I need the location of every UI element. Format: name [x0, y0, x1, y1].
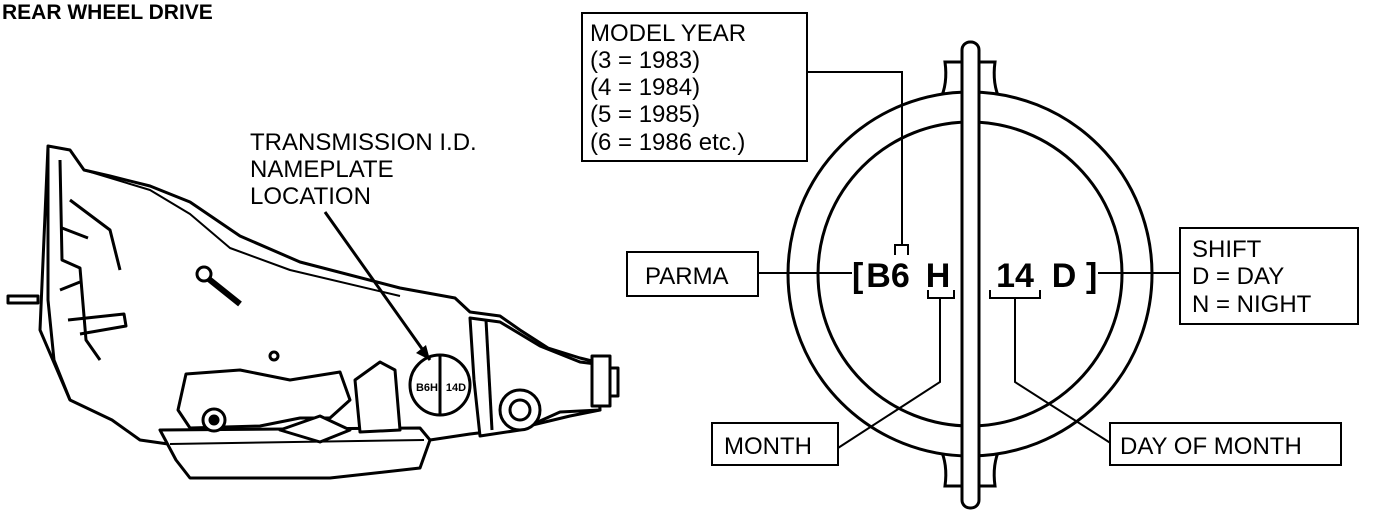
model-year-frame — [581, 12, 808, 162]
case-rib-3 — [61, 226, 89, 240]
case-rib-2 — [69, 198, 122, 271]
output-yoke — [590, 354, 612, 408]
month-label: MONTH — [724, 433, 812, 460]
model-year-line-1: (3 = 1983) — [590, 47, 700, 74]
month-leader — [837, 298, 941, 449]
code-year: B6 — [866, 257, 909, 295]
parma-label: PARMA — [645, 263, 729, 290]
nameplate-enlarged — [786, 40, 1154, 510]
small-nameplate: B6H 14D — [408, 353, 472, 417]
shift-line-2: N = NIGHT — [1192, 291, 1312, 318]
day-of-month-label: DAY OF MONTH — [1120, 433, 1302, 460]
shift-label-box: SHIFT D = DAY N = NIGHT — [1179, 227, 1359, 325]
callout-line-1: TRANSMISSION I.D. — [250, 129, 477, 156]
callout-line-3: LOCATION — [250, 183, 371, 210]
parma-label-box: PARMA — [626, 251, 759, 297]
code-bracket-left: [ — [852, 257, 863, 295]
governor-bracket — [353, 360, 402, 434]
case-tab — [67, 312, 128, 336]
center-strap — [960, 40, 981, 510]
case-rib-1 — [58, 159, 102, 361]
input-shaft — [6, 294, 40, 305]
model-year-title: MODEL YEAR — [590, 20, 746, 47]
callout-leader-line — [323, 211, 432, 361]
case-crease — [83, 169, 401, 297]
code-bracket-right: ] — [1086, 257, 1097, 295]
section-title: REAR WHEEL DRIVE — [2, 1, 213, 24]
small-nameplate-left-code: B6H — [416, 382, 438, 394]
callout-arrowhead — [416, 345, 430, 360]
model-year-line-2: (4 = 1984) — [590, 74, 700, 101]
speedometer-inner — [508, 398, 532, 422]
dipstick-cap — [195, 265, 213, 283]
year-leader — [808, 71, 903, 245]
nameplate-code: [ B6 H 14 D ] — [852, 257, 1097, 295]
code-shift: D — [1052, 257, 1077, 295]
case-rib-4 — [59, 280, 81, 292]
output-shaft-end — [610, 366, 620, 398]
model-year-line-3: (5 = 1985) — [590, 101, 700, 128]
shift-frame — [1179, 227, 1359, 325]
lower-bracket — [278, 414, 352, 444]
case-bolt — [268, 350, 280, 362]
callout-line-2: NAMEPLATE — [250, 156, 394, 183]
shift-title: SHIFT — [1192, 236, 1262, 263]
shift-line-1: D = DAY — [1192, 263, 1284, 290]
model-year-label-box: MODEL YEAR (3 = 1983) (4 = 1984) (5 = 19… — [581, 12, 808, 162]
modulator-center — [208, 414, 220, 426]
model-year-line-4: (6 = 1986 etc.) — [590, 129, 745, 156]
small-nameplate-right-code: 14D — [446, 382, 466, 394]
day-leader — [1014, 298, 1113, 445]
extension-seam — [484, 319, 494, 431]
bell-housing-edge — [38, 145, 72, 401]
day-of-month-frame — [1109, 422, 1342, 466]
leader-lines — [758, 71, 1180, 449]
day-of-month-label-box: DAY OF MONTH — [1109, 422, 1342, 466]
code-month: H — [926, 257, 951, 295]
month-frame — [711, 422, 839, 466]
oil-pan-flange — [169, 439, 425, 445]
month-label-box: MONTH — [711, 422, 839, 466]
code-day: 14 — [996, 257, 1034, 295]
parma-frame — [626, 251, 759, 297]
nameplate-location-callout: TRANSMISSION I.D. NAMEPLATE LOCATION — [250, 129, 477, 361]
